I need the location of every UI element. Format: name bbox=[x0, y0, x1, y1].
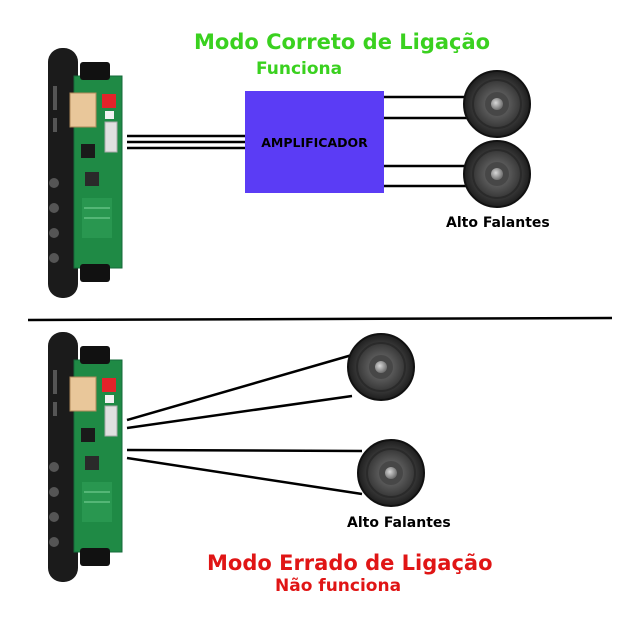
amplifier-box-shape bbox=[245, 91, 384, 193]
mp3-decoder-board-icon bbox=[47, 331, 123, 583]
wires-amplifier-to-speakers bbox=[384, 95, 467, 188]
mp3-decoder-board-icon bbox=[47, 47, 123, 299]
speaker-icon bbox=[463, 70, 531, 138]
speaker-top-2 bbox=[463, 140, 531, 208]
correct-mode-title: Modo Correto de Ligação bbox=[194, 30, 491, 54]
wires-module-to-amplifier bbox=[127, 134, 245, 150]
decoder-module-bottom bbox=[47, 331, 123, 583]
speaker-bottom-2 bbox=[357, 439, 425, 507]
speakers-label-top: Alto Falantes bbox=[446, 215, 550, 231]
speaker-bottom-1 bbox=[347, 333, 415, 401]
decoder-module-top bbox=[47, 47, 123, 299]
speakers-label-bottom: Alto Falantes bbox=[347, 515, 451, 531]
speaker-icon bbox=[347, 333, 415, 401]
amplifier-label: AMPLIFICADOR bbox=[261, 134, 368, 150]
wrong-mode-title: Modo Errado de Ligação bbox=[207, 551, 493, 575]
speaker-top-1 bbox=[463, 70, 531, 138]
wires-module-to-speakers-direct bbox=[126, 353, 363, 496]
correct-mode-subtitle: Funciona bbox=[256, 59, 343, 79]
section-divider bbox=[27, 316, 613, 322]
speaker-icon bbox=[463, 140, 531, 208]
speaker-icon bbox=[357, 439, 425, 507]
wrong-mode-subtitle: Não funciona bbox=[275, 576, 402, 596]
